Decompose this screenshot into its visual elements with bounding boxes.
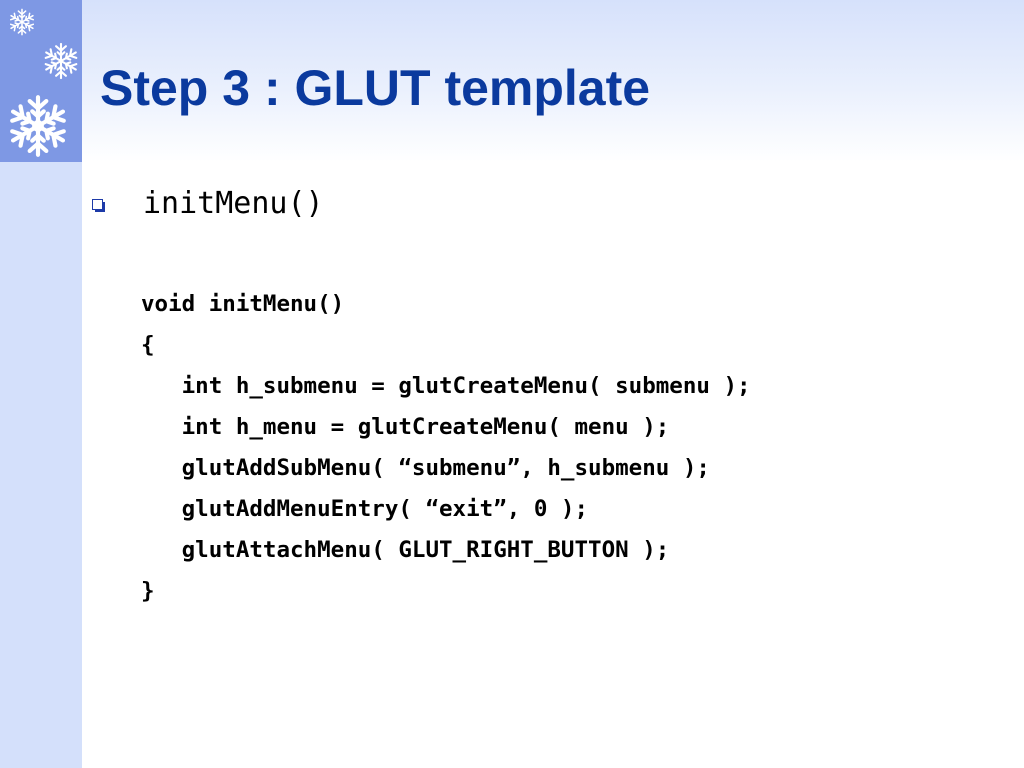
bullet-item: initMenu() (92, 186, 324, 221)
code-line: glutAttachMenu( GLUT_RIGHT_BUTTON ); (141, 537, 670, 563)
code-line: int h_menu = glutCreateMenu( menu ); (141, 414, 670, 440)
code-block: void initMenu() { int h_submenu = glutCr… (141, 284, 751, 612)
slide-title: Step 3 : GLUT template (100, 60, 651, 116)
code-line: int h_submenu = glutCreateMenu( submenu … (141, 373, 751, 399)
code-line: glutAddSubMenu( “submenu”, h_submenu ); (141, 455, 710, 481)
header-gradient (82, 0, 1024, 162)
snowflake-icon (8, 8, 36, 36)
code-line: void initMenu() (141, 291, 345, 317)
bullet-text: initMenu() (143, 186, 324, 221)
code-line: } (141, 578, 155, 604)
snowflake-panel (0, 0, 82, 162)
snowflake-icon (42, 42, 80, 80)
snowflake-icon (6, 94, 70, 158)
code-line: { (141, 332, 155, 358)
code-line: glutAddMenuEntry( “exit”, 0 ); (141, 496, 589, 522)
square-bullet-icon (92, 199, 105, 212)
